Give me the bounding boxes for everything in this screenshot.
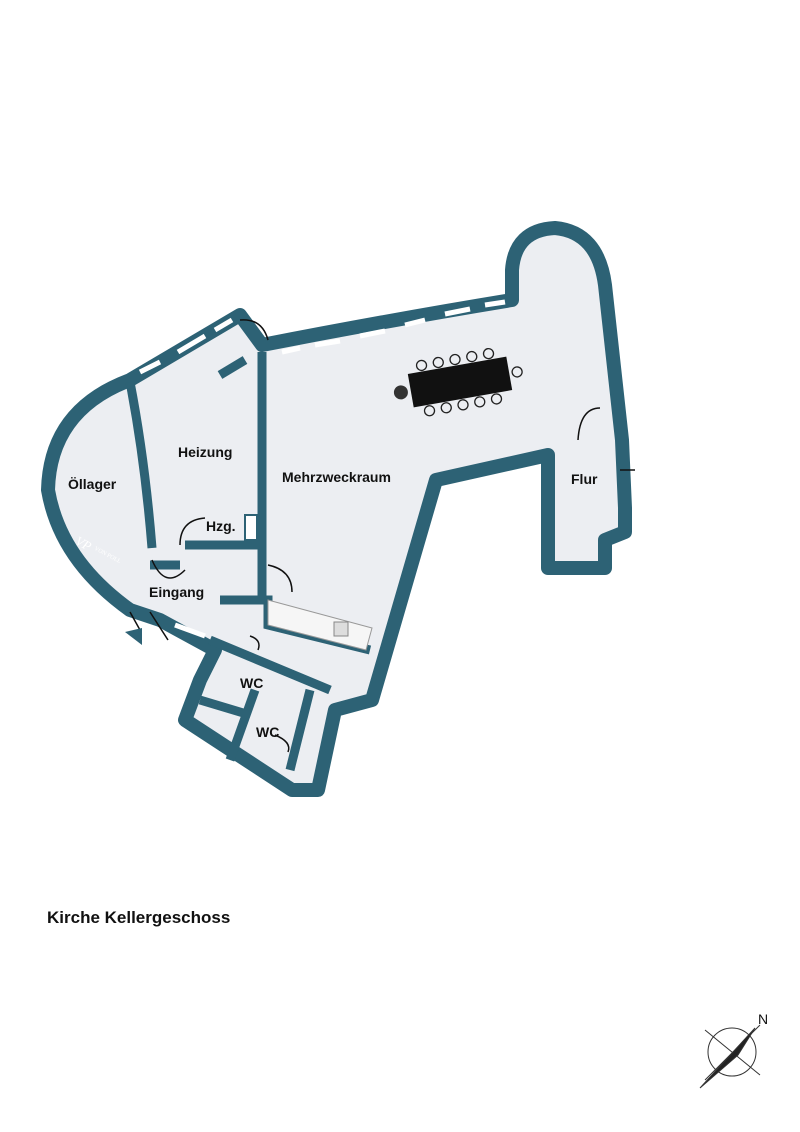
room-label-hzg: Hzg. xyxy=(206,518,236,534)
plan-title: Kirche Kellergeschoss xyxy=(47,908,231,927)
sink-icon xyxy=(333,621,349,637)
windows xyxy=(138,299,506,639)
conference-table xyxy=(393,347,523,417)
entrance-arrow-icon xyxy=(125,628,142,645)
room-label-wc-2: WC xyxy=(256,724,279,740)
room-label-wc-1: WC xyxy=(240,675,263,691)
boiler xyxy=(244,514,258,541)
kitchen-counter xyxy=(267,599,373,651)
room-label-mehrzweckraum: Mehrzweckraum xyxy=(282,469,391,485)
floor-area xyxy=(41,221,632,797)
compass-north-label: N xyxy=(758,1011,768,1027)
svg-text:VP: VP xyxy=(73,533,94,554)
room-label-flur: Flur xyxy=(571,471,598,487)
room-label-heizung: Heizung xyxy=(178,444,232,460)
room-label-oellager: Öllager xyxy=(68,476,117,492)
compass-icon: N xyxy=(699,1011,768,1089)
doors[interactable] xyxy=(129,319,635,753)
room-label-eingang: Eingang xyxy=(149,584,204,600)
watermark: McGrundriss xyxy=(343,715,357,756)
